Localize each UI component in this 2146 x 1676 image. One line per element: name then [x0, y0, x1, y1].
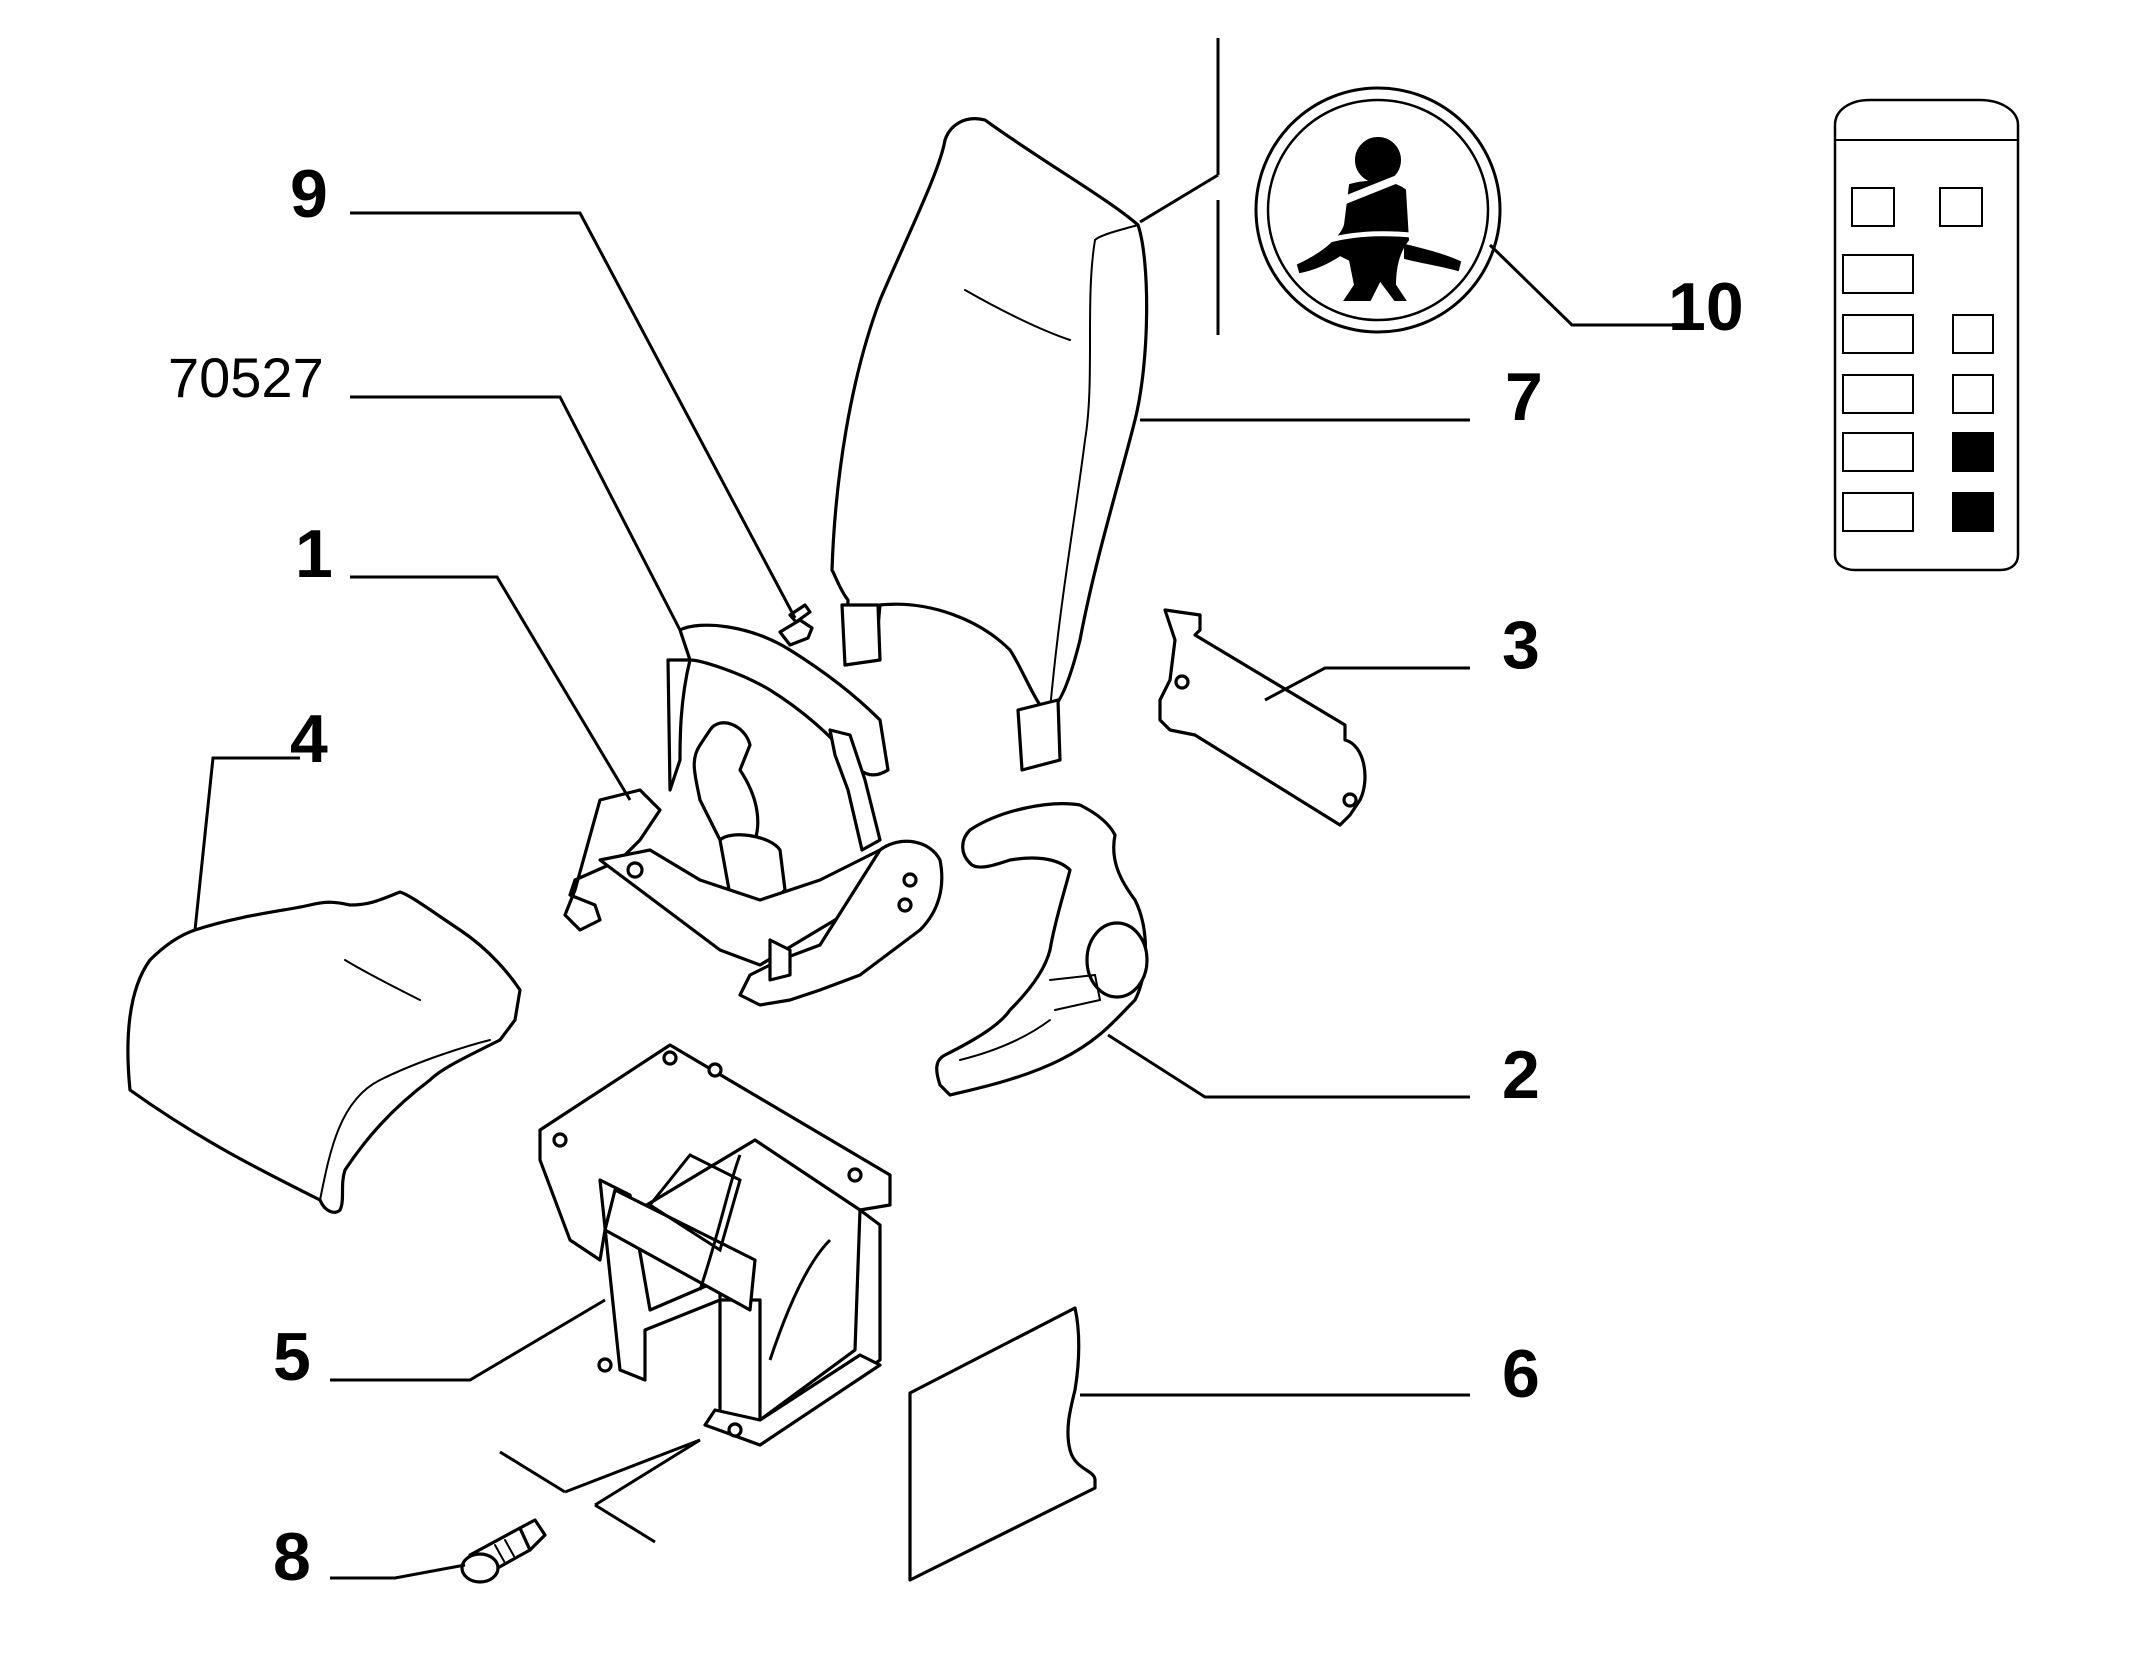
callout-labels: 9 70527 1 4 10 7 3 2 6 5 8 [168, 156, 1744, 1595]
back-panel-bracket [1158, 608, 1367, 827]
callout-code: 70527 [168, 346, 324, 409]
base-frame [538, 1043, 892, 1447]
seatbelt-warning-icon [1254, 86, 1502, 334]
cut-line [1139, 38, 1220, 335]
callout-10: 10 [1668, 269, 1744, 345]
seat-back-cushion [830, 117, 1149, 772]
callout-2: 2 [1502, 1037, 1540, 1113]
callout-8: 8 [273, 1519, 311, 1595]
fixing-lines [499, 1438, 701, 1544]
callout-1: 1 [295, 516, 333, 592]
seat-layout-icon [1833, 98, 2020, 572]
callout-7: 7 [1505, 359, 1543, 435]
seat-cushion [126, 890, 522, 1214]
screw [460, 1518, 547, 1584]
callout-4: 4 [290, 701, 328, 777]
small-clip [778, 603, 814, 647]
side-trim [935, 802, 1149, 1097]
leader-lines [193, 211, 1690, 1580]
callout-3: 3 [1502, 607, 1540, 683]
seat-frame-with-belt [563, 623, 944, 1007]
callout-6: 6 [1502, 1336, 1540, 1412]
callout-5: 5 [273, 1319, 311, 1395]
side-panel [908, 1306, 1097, 1582]
callout-9: 9 [290, 156, 328, 232]
